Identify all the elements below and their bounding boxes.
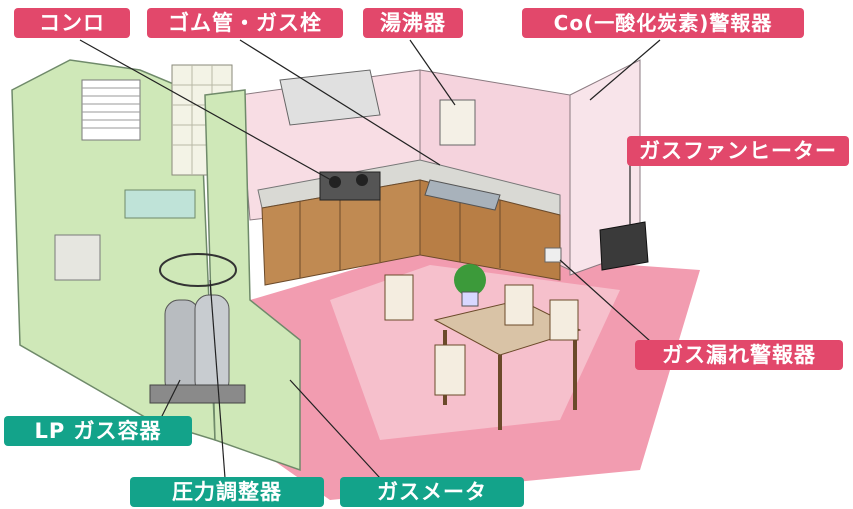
label-gas-meter: ガスメータ <box>340 477 524 507</box>
leader-line-hose <box>239 39 441 166</box>
sink <box>424 179 501 211</box>
outdoor-unit <box>54 234 101 281</box>
dining-table <box>433 299 582 356</box>
potted-plant <box>454 264 486 296</box>
chair <box>384 274 414 321</box>
leader-line-regulator <box>209 279 226 479</box>
leader-line-co <box>589 39 661 101</box>
fan-heater <box>599 221 649 271</box>
regulator-ring <box>159 253 237 287</box>
label-gas-fan-heater: ガスファンヒーター <box>627 136 849 166</box>
window-blinds <box>81 79 141 141</box>
label-rubber-hose-valve: ゴム管・ガス栓 <box>147 8 343 38</box>
label-lp-gas-container: LP ガス容器 <box>4 416 192 446</box>
chair <box>434 344 466 396</box>
label-pressure-regulator: 圧力調整器 <box>130 477 324 507</box>
range-hood <box>279 69 381 126</box>
gas-leak-alarm-device <box>544 247 562 263</box>
chair <box>549 299 579 341</box>
bathtub <box>124 189 196 219</box>
label-gas-leak-alarm: ガス漏れ警報器 <box>635 340 843 370</box>
leader-line-lp <box>159 379 181 421</box>
leader-line-leak <box>559 259 661 351</box>
gas-cylinder-1 <box>164 299 200 396</box>
label-water-heater: 湯沸器 <box>363 8 463 38</box>
leader-line-meter <box>289 379 381 479</box>
left-room-wall <box>11 59 216 442</box>
label-stove: コンロ <box>14 8 130 38</box>
leader-line-heater <box>409 39 456 106</box>
gas-stove <box>319 171 381 201</box>
leader-line-stove <box>79 39 341 186</box>
cylinder-base <box>149 384 246 404</box>
chair <box>504 284 534 326</box>
water-heater <box>439 99 476 146</box>
label-co-alarm: Co(一酸化炭素)警報器 <box>522 8 804 38</box>
cabinets-right <box>419 179 561 281</box>
